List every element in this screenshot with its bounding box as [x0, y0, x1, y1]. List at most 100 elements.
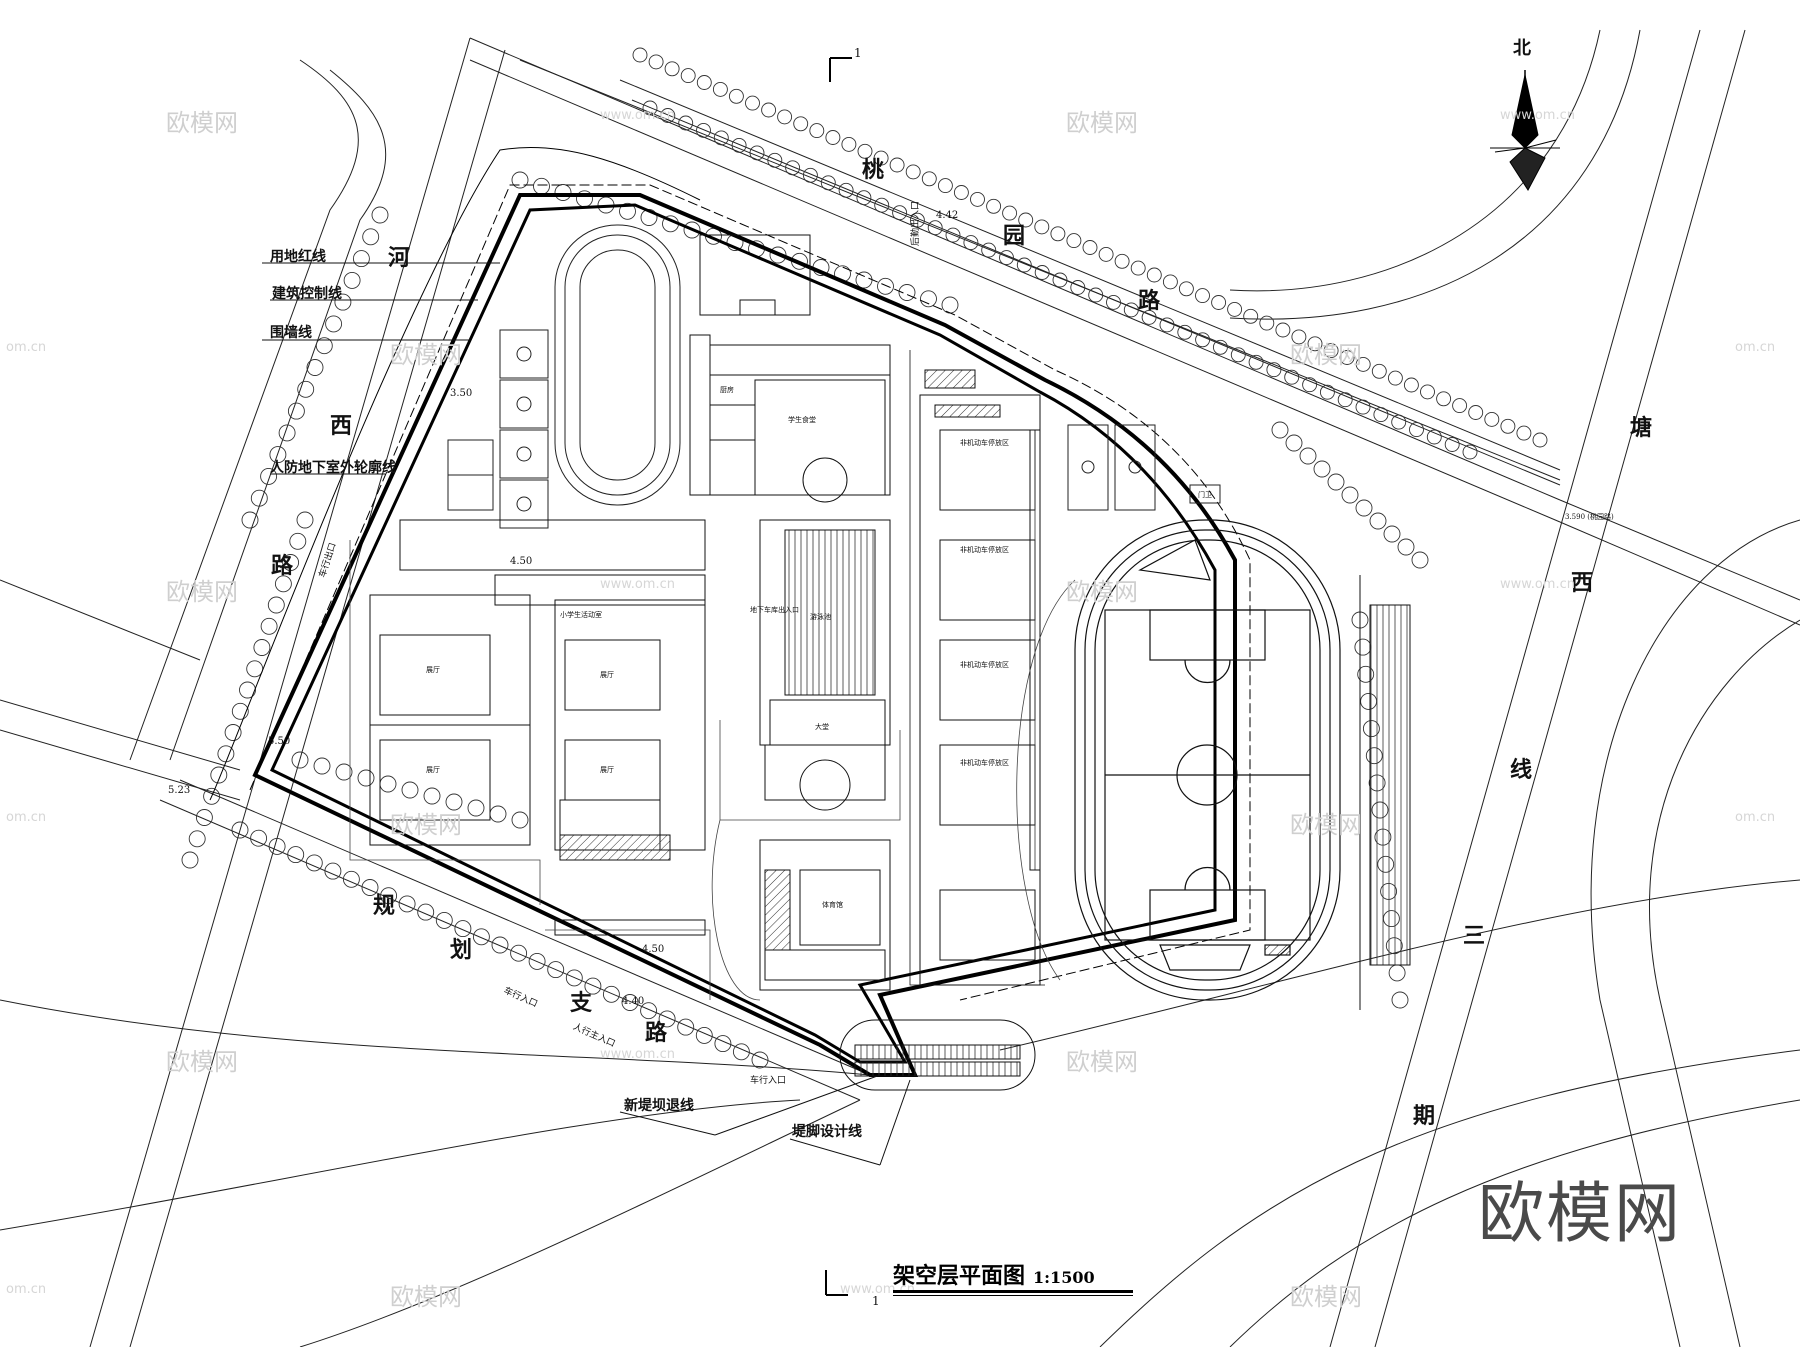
tree-icon	[371, 206, 389, 224]
tree-icon	[1227, 301, 1243, 317]
tree-icon	[231, 821, 249, 839]
tree-icon	[728, 88, 744, 104]
tree-icon	[267, 596, 285, 614]
tree-icon	[712, 81, 728, 97]
tree-icon	[547, 961, 565, 979]
tree-icon	[306, 359, 324, 376]
tree-icon	[970, 191, 985, 207]
tree-icon	[1409, 422, 1424, 438]
tree-icon	[224, 724, 242, 741]
tree-icon	[274, 575, 292, 593]
grandstand	[1359, 575, 1411, 1010]
label-levee-line: 新堤坝退线	[624, 1098, 694, 1114]
room-nonmotor-4: 非机动车停放区	[960, 759, 1009, 767]
tree-icon	[602, 985, 620, 1003]
tree-icon	[352, 250, 370, 268]
watermark-short-3: om.cn	[6, 810, 47, 825]
site-boundary	[209, 147, 1251, 1077]
tree-icon	[325, 315, 343, 333]
tree-icon	[511, 811, 529, 829]
tree-icon	[203, 787, 221, 805]
label-rear-entrance: 后勤出入口	[911, 200, 921, 246]
tree-icon	[1369, 512, 1387, 530]
tree-icon	[380, 887, 398, 905]
tree-icon	[1271, 421, 1289, 439]
road-label-west-2: 西	[330, 413, 353, 439]
tree-icon	[1248, 354, 1264, 370]
tree-icon	[1388, 964, 1406, 982]
tree-icon	[642, 100, 658, 116]
tree-icon	[1468, 405, 1484, 420]
road-label-south-2: 划	[450, 937, 473, 963]
room-gym: 体育馆	[822, 901, 843, 909]
tree-icon	[1177, 324, 1193, 340]
room-lobby: 大堂	[815, 723, 829, 731]
tree-icon	[1159, 317, 1175, 333]
tree-icon	[640, 1002, 658, 1020]
tree-icon	[260, 467, 278, 485]
tree-icon	[731, 137, 747, 153]
road-hexi	[0, 37, 506, 1347]
tree-icon	[231, 702, 249, 720]
tree-icon	[963, 235, 979, 251]
tree-icon	[269, 446, 287, 464]
tree-icon	[1391, 991, 1409, 1009]
elevation-5-23: 5.23	[168, 785, 191, 796]
tree-icon	[909, 212, 925, 228]
watermark-11: 欧模网	[390, 1283, 462, 1311]
tree-icon	[435, 911, 453, 929]
tree-icon	[981, 242, 997, 258]
tree-icon	[1313, 460, 1331, 478]
label-building-control-line: 建筑控制线	[272, 286, 342, 302]
watermark-10: 欧模网	[1066, 1048, 1138, 1076]
tree-icon	[1050, 226, 1066, 242]
room-nonmotor-3: 非机动车停放区	[960, 661, 1009, 669]
tree-icon	[454, 920, 472, 938]
tree-icon	[510, 944, 528, 962]
tree-icon	[1391, 414, 1407, 430]
tree-icon	[1291, 329, 1307, 345]
tree-icon	[1436, 391, 1452, 407]
section-mark-bottom	[825, 1270, 848, 1296]
tree-icon	[937, 178, 953, 194]
tree-icon	[1462, 444, 1478, 460]
tree-icon	[1066, 233, 1082, 249]
watermark-4: 欧模网	[1290, 341, 1362, 369]
tree-icon	[714, 1035, 732, 1053]
elevation-4-40: 4.40	[622, 996, 645, 1007]
tree-icon	[282, 554, 300, 571]
building-west-complex	[369, 519, 706, 936]
tree-icon	[357, 769, 375, 787]
tree-icon	[584, 977, 602, 995]
watermark-url-2: www.om.cn	[1500, 108, 1575, 123]
section-mark-top	[829, 57, 852, 82]
tree-icon	[401, 781, 419, 799]
tree-icon	[297, 380, 315, 398]
tree-icon	[953, 185, 969, 200]
tree-icon	[927, 220, 943, 236]
road-label-east-1: 塘	[1630, 415, 1653, 441]
tree-icon	[361, 879, 379, 896]
tree-icon	[660, 108, 676, 123]
tree-icon	[1383, 525, 1401, 543]
tree-icon	[260, 617, 278, 635]
tree-icon	[769, 246, 787, 264]
tree-icon	[1034, 219, 1050, 235]
north-arrow-icon	[1490, 70, 1560, 191]
tree-icon	[1195, 288, 1210, 304]
tree-icon	[379, 775, 397, 793]
tree-icon	[313, 757, 331, 775]
watermark-12: 欧模网	[1290, 1283, 1362, 1311]
tree-icon	[210, 766, 228, 784]
tree-icon	[398, 895, 416, 913]
tree-icon	[1082, 240, 1098, 255]
tree-icon	[1327, 473, 1345, 491]
tree-icon	[820, 175, 836, 191]
tree-icon	[677, 1018, 695, 1036]
tree-icon	[334, 293, 352, 311]
tree-icon	[296, 511, 314, 529]
tree-icon	[986, 198, 1002, 214]
tree-icon	[905, 164, 921, 180]
tree-icon	[278, 424, 296, 442]
tree-icon	[745, 95, 760, 111]
